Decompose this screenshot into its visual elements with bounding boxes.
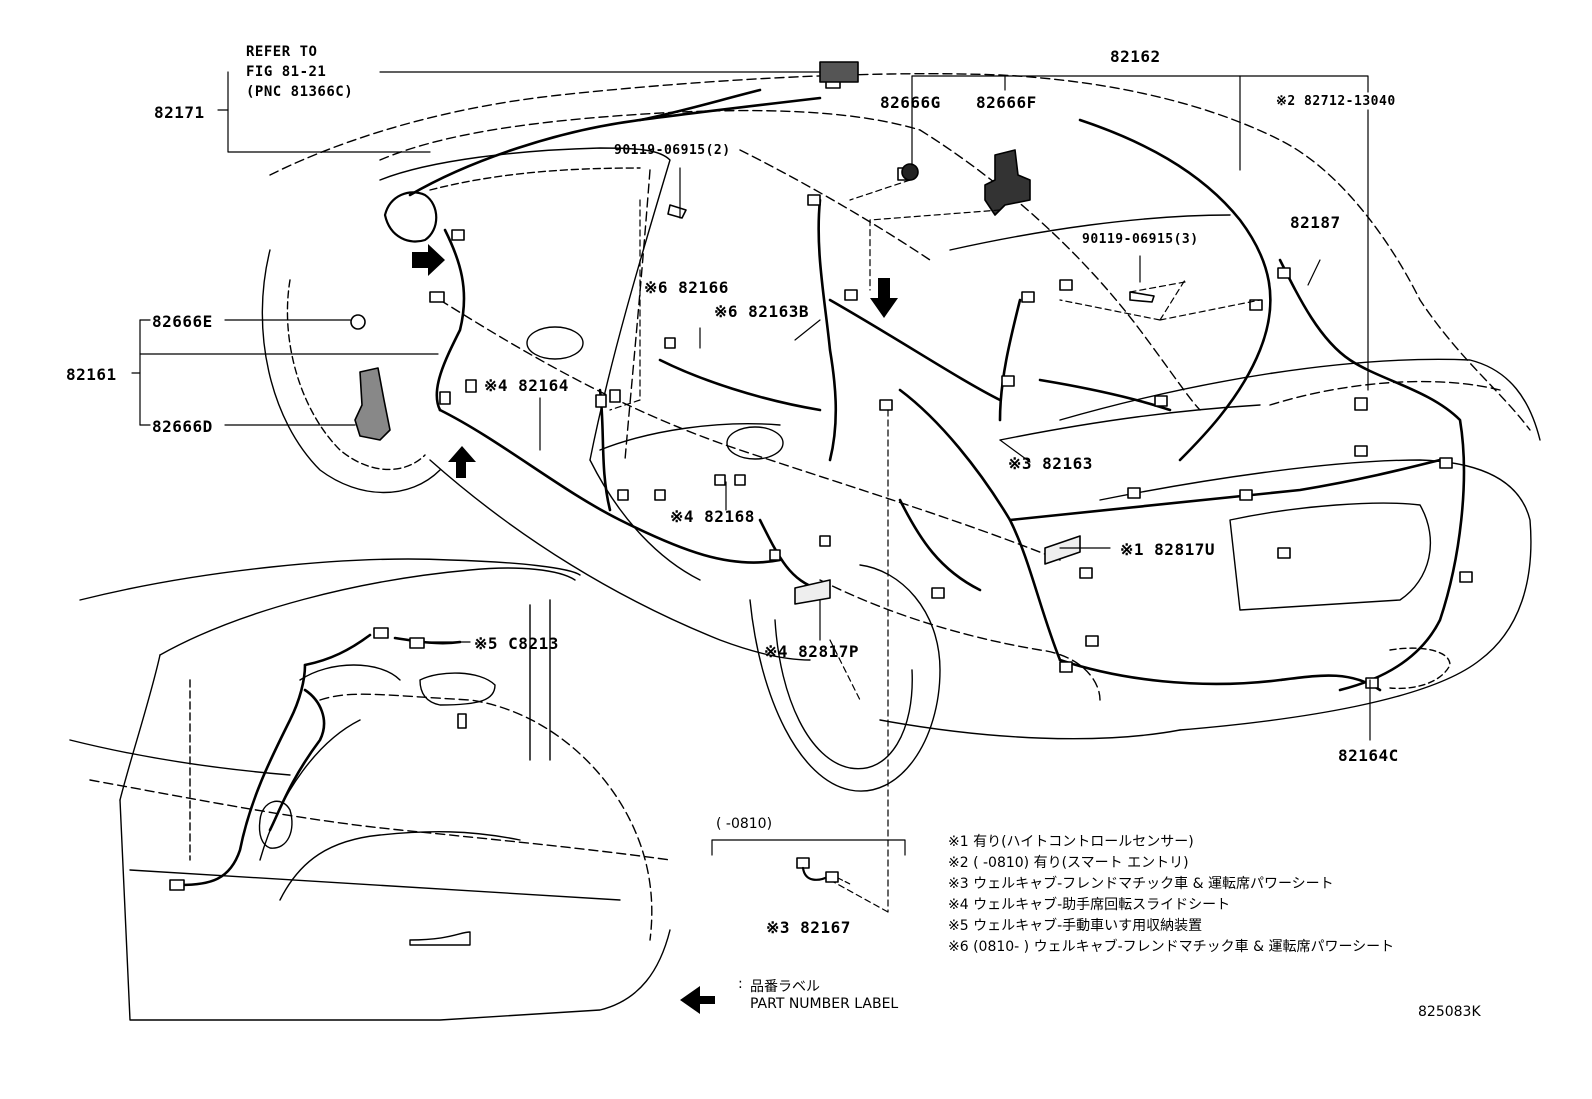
part-82163B: ※6 82163B: [714, 302, 809, 321]
components: [350, 61, 1155, 605]
part-82168: ※4 82168: [670, 507, 755, 526]
legend-colon: :: [738, 976, 743, 992]
note-4: ※4 ウェルキャブ-助手席回転スライドシート: [948, 897, 1231, 913]
leader-lines: [131, 71, 1371, 856]
note-1: ※1 有り(ハイトコントロールセンサー): [948, 834, 1194, 850]
leader-dashed: [609, 179, 1261, 913]
label-arrows: [412, 244, 898, 1014]
part-82712: ※2 82712-13040: [1276, 94, 1396, 109]
note-6: ※6 (0810- ) ウェルキャブ-フレンドマチック車 & 運転席パワーシート: [948, 939, 1395, 955]
trunk-inset: [69, 558, 671, 1021]
part-82187: 82187: [1290, 213, 1341, 232]
part-90119-3: 90119-06915(3): [1082, 232, 1199, 247]
part-82817U: ※1 82817U: [1120, 540, 1215, 559]
wire-harness: [408, 88, 1466, 692]
legend-arrow-icon: [680, 986, 715, 1014]
trunk-connectors: [169, 627, 467, 891]
part-82666G: 82666G: [880, 93, 941, 112]
part-82161: 82161: [66, 365, 117, 384]
part-82166: ※6 82166: [644, 278, 729, 297]
note-2: ※2 ( -0810) 有り(スマート エントリ): [948, 855, 1189, 871]
footnotes: ※1 有り(ハイトコントロールセンサー) ※2 ( -0810) 有り(スマート…: [948, 832, 1394, 958]
part-82666F: 82666F: [976, 93, 1037, 112]
part-82167: ※3 82167: [766, 918, 851, 937]
part-82171: 82171: [154, 103, 205, 122]
trunk-harness: [178, 633, 462, 887]
figure-id: 825083K: [1418, 1004, 1481, 1020]
refer-line-1: REFER TO: [246, 44, 318, 60]
refer-line-2: FIG 81-21: [246, 64, 327, 80]
legend-label-jp: 品番ラベル: [750, 979, 820, 995]
inset-82167: [796, 857, 853, 886]
part-90119-2: 90119-06915(2): [614, 143, 731, 158]
part-82162: 82162: [1110, 47, 1161, 66]
part-82164C: 82164C: [1338, 746, 1399, 765]
car-body-outline: [261, 73, 1541, 792]
part-82666D: 82666D: [152, 417, 213, 436]
part-82817P: ※4 82817P: [764, 642, 859, 661]
range-0810: ( -0810): [716, 816, 773, 832]
part-82666E: 82666E: [152, 312, 213, 331]
note-5: ※5 ウェルキャブ-手動車いす用収納装置: [948, 918, 1203, 934]
part-C8213: ※5 C8213: [474, 634, 559, 653]
refer-line-3: (PNC 81366C): [246, 84, 354, 100]
legend-label-en: PART NUMBER LABEL: [750, 996, 899, 1012]
part-82164: ※4 82164: [484, 376, 569, 395]
note-3: ※3 ウェルキャブ-フレンドマチック車 & 運転席パワーシート: [948, 876, 1334, 892]
part-82163: ※3 82163: [1008, 454, 1093, 473]
